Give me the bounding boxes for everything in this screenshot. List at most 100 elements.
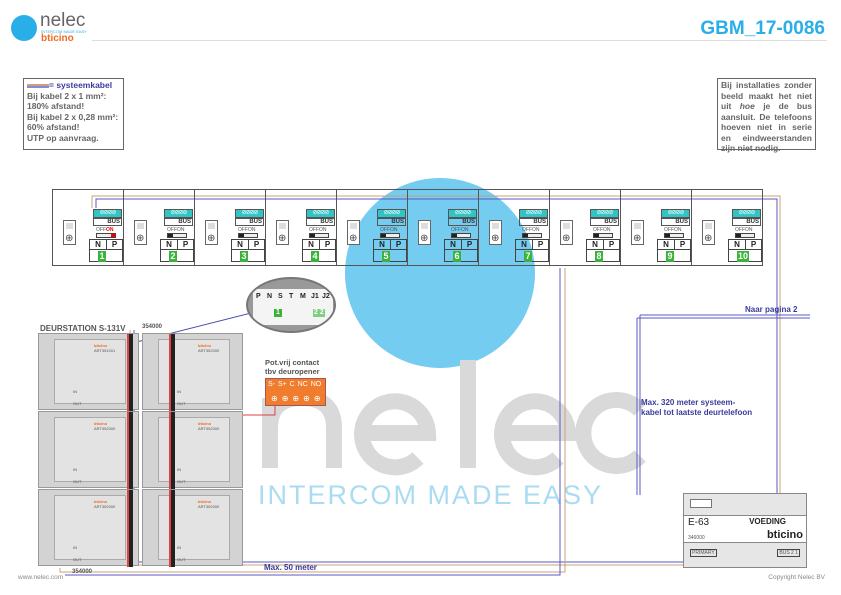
module-brand: bticino (94, 343, 108, 348)
terminal-block: ⊘⊘⊘⊘ (377, 209, 406, 218)
termination-switch[interactable] (96, 233, 116, 238)
switch-label: OFFON (735, 227, 753, 233)
termination-switch[interactable] (522, 233, 542, 238)
switch-label: OFFON (522, 227, 540, 233)
psu-bus-terminals: BUS 2 1 (777, 549, 800, 557)
address-number: 9 (666, 251, 674, 262)
bus-label: BUS (93, 218, 122, 226)
header-divider (92, 40, 827, 41)
col-n: N (587, 240, 604, 250)
col-p: P (745, 240, 762, 250)
address-number: 5 (382, 251, 390, 262)
bus-cable (127, 334, 133, 411)
out-label: OUT (177, 401, 186, 406)
col-n: N (161, 240, 178, 250)
handset-icon: ⊕ (134, 220, 147, 245)
terminal-block: ⊘⊘⊘⊘ (519, 209, 548, 218)
j-value: 2 2 (313, 309, 325, 317)
bticino-logo: bticino (41, 33, 74, 44)
plus-circle-icon: ⊕ (420, 233, 429, 244)
installation-note: Bij installaties zonder beeld maakt het … (717, 78, 816, 153)
switch-label: OFFON (238, 227, 256, 233)
plus-circle-icon: ⊕ (349, 233, 358, 244)
off-label: OFF (593, 227, 603, 233)
module-art: ART351001 (94, 348, 116, 353)
col-p: P (177, 240, 194, 250)
switch-label: OFFON (451, 227, 469, 233)
address-number: 3 (240, 251, 248, 262)
terminal-block: ⊘⊘⊘⊘ (448, 209, 477, 218)
termination-switch[interactable] (309, 233, 329, 238)
note-text: je de bus aansluit. De telefoons hoeven … (721, 101, 812, 153)
col-p: P (674, 240, 691, 250)
address-number: 1 (98, 251, 106, 262)
module-art: ART352000 (198, 426, 220, 431)
in-label: IN (177, 389, 181, 394)
out-label: OUT (177, 557, 186, 562)
off-label: OFF (735, 227, 745, 233)
next-page-label: Naar pagina 2 (745, 305, 798, 314)
switch-label: OFFON (593, 227, 611, 233)
plus-circle-icon: ⊕ (562, 233, 571, 244)
in-label: IN (177, 467, 181, 472)
termination-switch[interactable] (593, 233, 613, 238)
handset-icon: ⊕ (418, 220, 431, 245)
terminal-label: P (256, 293, 261, 300)
col-n: N (516, 240, 533, 250)
termination-switch[interactable] (451, 233, 471, 238)
bus-cable (169, 334, 175, 411)
col-n: N (374, 240, 391, 250)
address-number: 2 (169, 251, 177, 262)
col-n: N (232, 240, 249, 250)
psu-code: 346000 (688, 535, 705, 541)
termination-switch[interactable] (238, 233, 258, 238)
col-p: P (106, 240, 123, 250)
module-brand: bticino (198, 499, 212, 504)
terminal-label: M (300, 293, 306, 300)
plus-circle-icon: ⊕ (704, 233, 713, 244)
terminal-block: ⊘⊘⊘⊘ (732, 209, 761, 218)
in-label: IN (73, 389, 77, 394)
off-label: OFF (167, 227, 177, 233)
termination-switch[interactable] (735, 233, 755, 238)
psu-name: E-63 (688, 517, 710, 528)
handset-icon: ⊕ (276, 220, 289, 245)
logo-tagline: INTERCOM MADE EASY (41, 29, 87, 34)
on-label: ON (461, 227, 469, 233)
plus-circle-icon: ⊕ (491, 233, 500, 244)
handset-icon: ⊕ (347, 220, 360, 245)
handset-icon: ⊕ (205, 220, 218, 245)
note-text: Bij installaties zonder beeld maakt het … (721, 80, 812, 111)
terminal-block: ⊘⊘⊘⊘ (235, 209, 264, 218)
bus-label: BUS (661, 218, 690, 226)
off-label: OFF (522, 227, 532, 233)
termination-switch[interactable] (380, 233, 400, 238)
n-value: 1 (274, 309, 282, 317)
bus-cable (127, 412, 133, 489)
watermark-logo-circle (345, 178, 535, 368)
footer-website: www.nelec.com (18, 574, 64, 581)
termination-switch[interactable] (167, 233, 187, 238)
watermark-tagline: INTERCOM MADE EASY (258, 480, 604, 510)
bus-cable (127, 490, 133, 567)
terminal-label: S (278, 293, 283, 300)
plus-circle-icon: ⊕ (278, 233, 287, 244)
termination-switch[interactable] (664, 233, 684, 238)
terminal-block: ⊘⊘⊘⊘ (306, 209, 335, 218)
bus-label: BUS (235, 218, 264, 226)
plus-circle-icon: ⊕ (633, 233, 642, 244)
